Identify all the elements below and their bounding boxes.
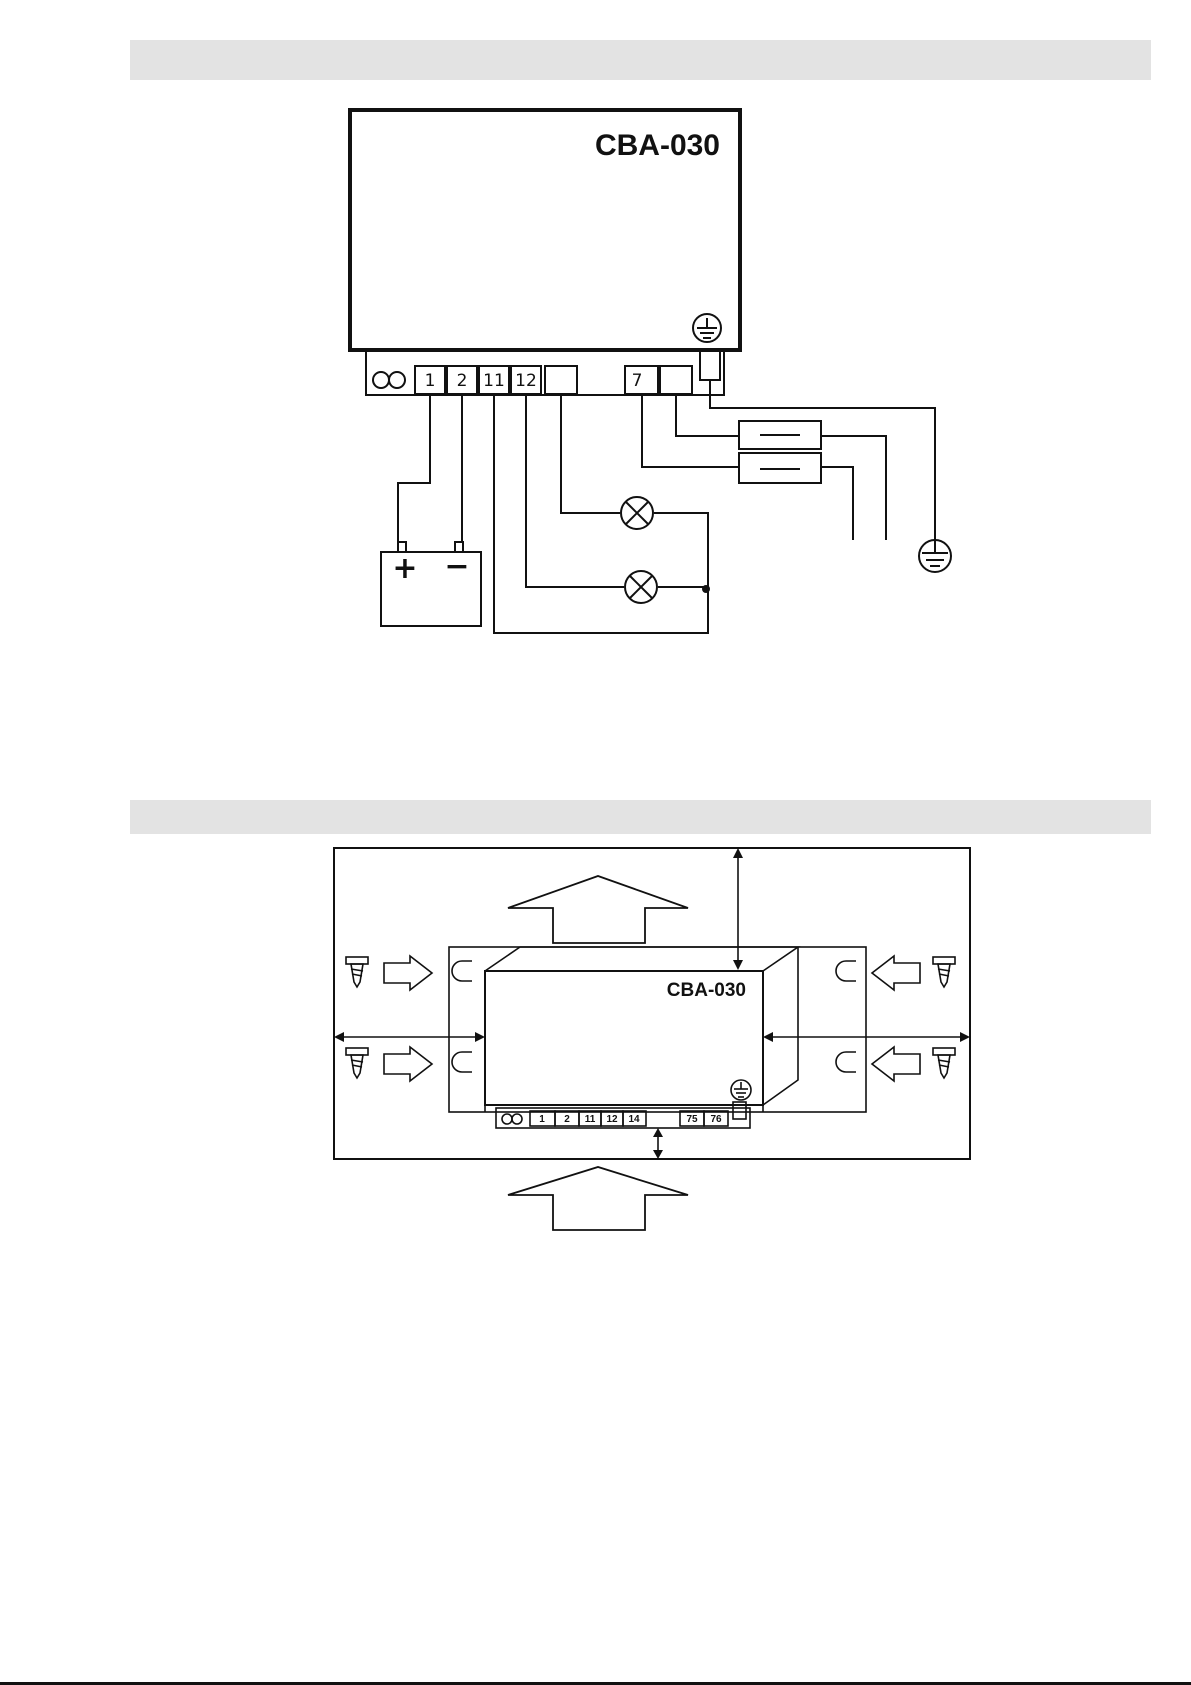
ground-terminal xyxy=(700,350,720,380)
clearance-dimension-top xyxy=(733,848,743,970)
ground-icon xyxy=(693,314,721,342)
section-header-band-top xyxy=(130,40,1151,80)
wire-lamp-2 xyxy=(526,395,624,587)
terminal-label: 14 xyxy=(628,1114,640,1125)
terminal-label: 11 xyxy=(585,1114,596,1125)
arrow-right-icon xyxy=(384,956,432,990)
battery-plus-label: + xyxy=(392,551,417,586)
airflow-arrow-top xyxy=(508,876,688,943)
unit-enclosure-3d xyxy=(449,947,866,1112)
terminal-label: 2 xyxy=(457,371,468,391)
lamp-icon xyxy=(621,497,653,529)
screw-icon xyxy=(346,957,368,987)
section-header-band-bottom xyxy=(130,800,1151,834)
wire-ground xyxy=(710,380,935,540)
unit-model-label: CBA-030 xyxy=(667,980,746,1001)
terminal-label: 1 xyxy=(539,1114,545,1125)
wire-lamp-1 xyxy=(561,395,620,513)
wire-contact-upper xyxy=(676,395,739,436)
mounting-diagram: CBA-030 1 2 11 12 14 75 76 xyxy=(0,840,1191,1240)
terminal-label: 1 xyxy=(425,371,436,391)
terminal-label: 7 xyxy=(632,371,643,391)
mounting-slot xyxy=(836,961,856,981)
mounting-slot xyxy=(836,1052,856,1072)
mounting-slot xyxy=(452,1052,472,1072)
loop-icon xyxy=(373,372,405,388)
ground-icon xyxy=(919,540,951,572)
terminal-label: 11 xyxy=(483,371,505,391)
clearance-dimension-left xyxy=(334,1032,485,1042)
ground-icon xyxy=(731,1080,751,1100)
terminal-label: 12 xyxy=(606,1114,618,1125)
battery-minus-label: − xyxy=(444,549,469,584)
loop-icon xyxy=(502,1114,522,1124)
arrow-left-icon xyxy=(872,1047,920,1081)
mounting-slot xyxy=(452,961,472,981)
lamp-icon xyxy=(625,571,657,603)
junction-dot xyxy=(702,585,710,593)
screw-icon xyxy=(933,1048,955,1078)
screw-icon xyxy=(933,957,955,987)
wire-battery-plus xyxy=(398,395,430,542)
terminal-label: 75 xyxy=(686,1114,698,1125)
terminal-label: 2 xyxy=(564,1114,570,1125)
airflow-arrow-bottom xyxy=(508,1167,688,1230)
wire-contact-lower xyxy=(642,395,739,467)
terminal-label: 12 xyxy=(515,371,537,391)
arrow-right-icon xyxy=(384,1047,432,1081)
terminal-label: 76 xyxy=(710,1114,722,1125)
unit-model-label: CBA-030 xyxy=(595,129,720,162)
screw-icon xyxy=(346,1048,368,1078)
wiring-diagram: CBA-030 1 2 11 12 7 + − xyxy=(0,100,1191,660)
arrow-left-icon xyxy=(872,956,920,990)
wire-contact-out-lower xyxy=(821,467,853,540)
clearance-dimension-bottom xyxy=(653,1128,663,1159)
